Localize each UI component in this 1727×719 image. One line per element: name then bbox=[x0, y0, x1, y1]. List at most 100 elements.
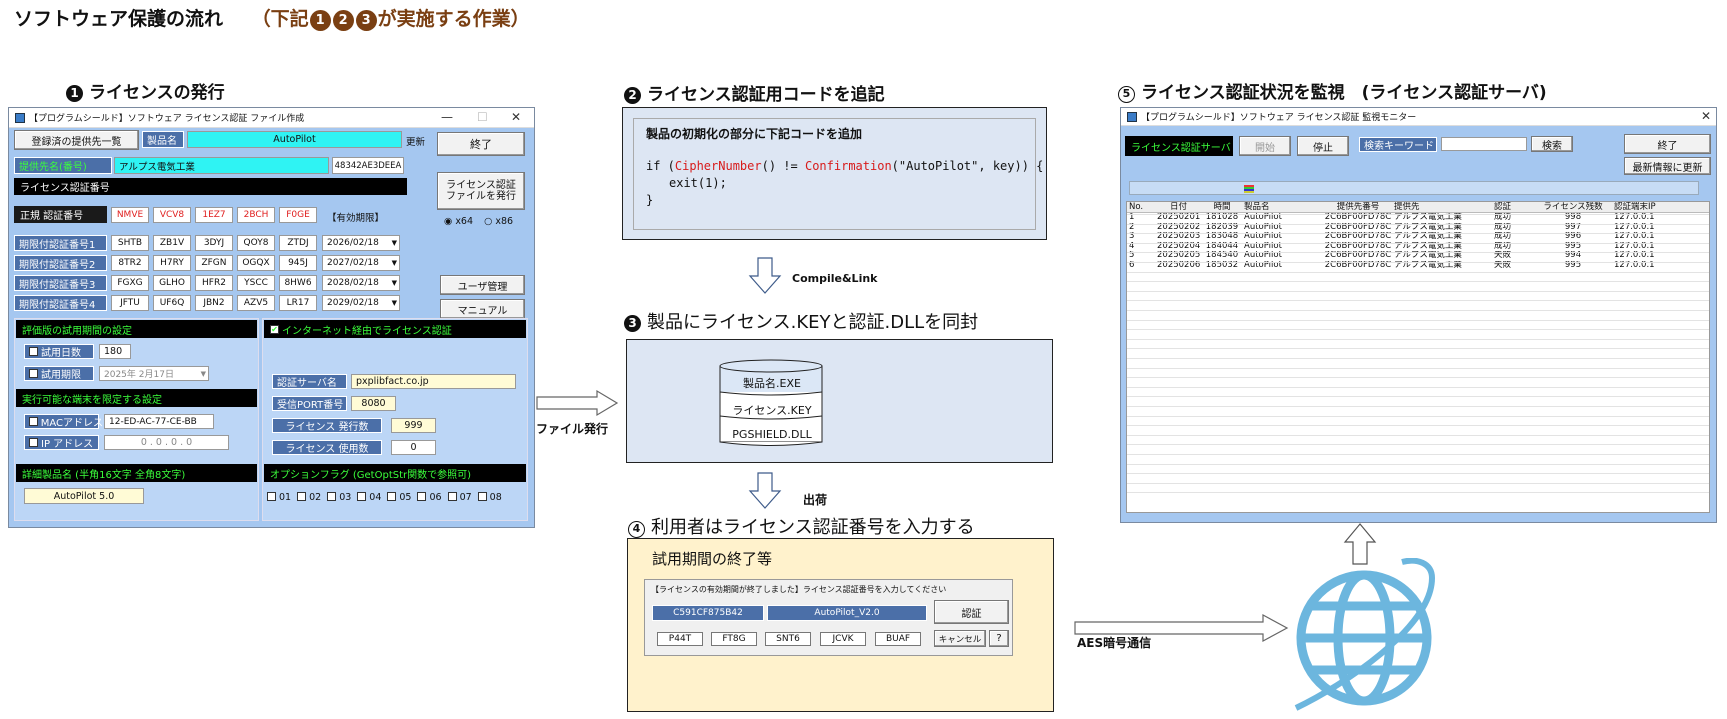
grid-line bbox=[1127, 473, 1709, 475]
port-field[interactable]: 8080 bbox=[351, 396, 396, 411]
limited-code-4-5[interactable]: LR17 bbox=[279, 295, 317, 311]
trial-days-field[interactable]: 180 bbox=[99, 344, 131, 359]
chevron-down-icon[interactable]: ▼ bbox=[391, 259, 397, 267]
chevron-down-icon[interactable]: ▼ bbox=[200, 369, 206, 378]
ip-checkbox[interactable]: IP アドレス bbox=[24, 435, 99, 450]
user-management-button[interactable]: ユーザ管理 bbox=[440, 275, 525, 295]
option-flag-05[interactable]: 05 bbox=[387, 492, 411, 503]
minimize-icon[interactable]: — bbox=[441, 110, 453, 124]
update-label[interactable]: 更新 bbox=[406, 137, 426, 148]
limited-code-4-2[interactable]: UF6Q bbox=[153, 295, 191, 311]
limited-code-3-5[interactable]: 8HW6 bbox=[279, 275, 317, 291]
mac-checkbox[interactable]: ✔MACアドレス bbox=[24, 414, 103, 429]
radio-x64[interactable]: ◉ x64 bbox=[444, 216, 474, 227]
dialog-input-1[interactable]: P44T bbox=[657, 632, 703, 646]
monitor-start-button[interactable]: 開始 bbox=[1239, 136, 1291, 156]
issued-count-field[interactable]: 999 bbox=[391, 418, 436, 433]
internet-header: ✔インターネット経由でライセンス認証 bbox=[264, 320, 526, 338]
close-icon[interactable]: ✕ bbox=[511, 110, 522, 124]
chevron-down-icon[interactable]: ▼ bbox=[391, 299, 397, 307]
trial-period-field[interactable]: 2025年 2月17日▼ bbox=[99, 366, 209, 381]
monitor-cell-2: 183048 bbox=[1205, 232, 1239, 241]
issue-file-button[interactable]: ライセンス認証 ファイルを発行 bbox=[437, 172, 525, 210]
option-flag-04[interactable]: 04 bbox=[357, 492, 381, 503]
limited-code-2-1[interactable]: 8TR2 bbox=[111, 255, 149, 271]
close-button[interactable]: 終了 bbox=[437, 132, 525, 156]
limited-code-1-5[interactable]: ZTDJ bbox=[279, 235, 317, 251]
official-code-1[interactable]: NMVE bbox=[111, 207, 149, 223]
limited-date-4[interactable]: 2029/02/18▼ bbox=[322, 295, 400, 311]
monitor-stop-button[interactable]: 停止 bbox=[1297, 136, 1349, 156]
monitor-close-button[interactable]: 終了 bbox=[1624, 134, 1711, 154]
official-code-5[interactable]: F0GE bbox=[279, 207, 317, 223]
limited-code-3-1[interactable]: FGXG bbox=[111, 275, 149, 291]
limited-code-1-4[interactable]: QOY8 bbox=[237, 235, 275, 251]
limited-code-4-4[interactable]: AZV5 bbox=[237, 295, 275, 311]
trial-header: 評価版の試用期間の設定 bbox=[16, 320, 257, 338]
official-code-3[interactable]: 1EZ7 bbox=[195, 207, 233, 223]
limited-code-1-1[interactable]: SHTB bbox=[111, 235, 149, 251]
close-icon[interactable]: ✕ bbox=[1701, 109, 1712, 123]
dialog-input-3[interactable]: SNT6 bbox=[765, 632, 811, 646]
provider-field[interactable]: アルプス電気工業 bbox=[114, 157, 329, 174]
monitor-cell-3: AutoPilot bbox=[1244, 260, 1282, 270]
option-flag-08[interactable]: 08 bbox=[477, 492, 502, 503]
grid-line bbox=[1127, 233, 1709, 235]
radio-x86[interactable]: ○ x86 bbox=[484, 216, 514, 227]
upload-arrow bbox=[1343, 523, 1377, 565]
dialog-help-button[interactable]: ? bbox=[989, 630, 1009, 647]
trial-days-checkbox[interactable]: ✔試用日数 bbox=[24, 344, 94, 359]
official-code-4[interactable]: 2BCH bbox=[237, 207, 275, 223]
limited-code-4-3[interactable]: JBN2 bbox=[195, 295, 233, 311]
limited-code-2-3[interactable]: ZFGN bbox=[195, 255, 233, 271]
limited-code-3-3[interactable]: HFR2 bbox=[195, 275, 233, 291]
limited-code-2-2[interactable]: H7RY bbox=[153, 255, 191, 271]
ship-arrow bbox=[748, 472, 782, 509]
option-flag-06[interactable]: 06 bbox=[417, 492, 442, 503]
official-code-2[interactable]: VCV8 bbox=[153, 207, 191, 223]
trial-period-checkbox[interactable]: 試用期限 bbox=[24, 366, 94, 381]
detail-product-field[interactable]: AutoPilot 5.0 bbox=[24, 488, 144, 504]
ip-field[interactable]: 0 . 0 . 0 . 0 bbox=[104, 435, 229, 450]
maximize-icon[interactable]: ☐ bbox=[477, 110, 488, 124]
limited-date-1[interactable]: 2026/02/18▼ bbox=[322, 235, 400, 251]
limited-code-3-4[interactable]: YSCC bbox=[237, 275, 275, 291]
option-flag-03[interactable]: 03 bbox=[327, 492, 351, 503]
limited-code-2-5[interactable]: 945J bbox=[279, 255, 317, 271]
limited-code-4-1[interactable]: JFTU bbox=[111, 295, 149, 311]
server-field[interactable]: pxplibfact.co.jp bbox=[351, 374, 516, 389]
provider-list-button[interactable]: 登録済の提供先一覧 bbox=[14, 130, 139, 150]
chevron-down-icon[interactable]: ▼ bbox=[391, 239, 397, 247]
option-flag-02[interactable]: 02 bbox=[297, 492, 321, 503]
grid-line bbox=[1127, 223, 1709, 225]
limited-date-3[interactable]: 2028/02/18▼ bbox=[322, 275, 400, 291]
monitor-search-button[interactable]: 検索 bbox=[1531, 136, 1573, 152]
limited-code-3-2[interactable]: GLHO bbox=[153, 275, 191, 291]
product-name-field[interactable]: AutoPilot bbox=[187, 131, 402, 148]
dialog-input-2[interactable]: FT8G bbox=[711, 632, 757, 646]
check-icon[interactable]: ✔ bbox=[270, 324, 279, 334]
monitor-refresh-button[interactable]: 最新情報に更新 bbox=[1624, 157, 1711, 175]
dialog-cancel-button[interactable]: キャンセル bbox=[934, 630, 986, 647]
dialog-auth-button[interactable]: 認証 bbox=[934, 600, 1009, 624]
monitor-cell-4: 2C6BF00FD78C bbox=[1324, 241, 1392, 251]
manual-button[interactable]: マニュアル bbox=[440, 299, 525, 319]
limited-code-1-2[interactable]: ZB1V bbox=[153, 235, 191, 251]
mac-field[interactable]: 12-ED-AC-77-CE-BB bbox=[104, 414, 214, 429]
option-flag-07[interactable]: 07 bbox=[447, 492, 472, 503]
limited-code-1-3[interactable]: 3DYJ bbox=[195, 235, 233, 251]
option-flag-01[interactable]: 01 bbox=[267, 492, 291, 503]
chevron-down-icon[interactable]: ▼ bbox=[391, 279, 397, 287]
check-icon: ✔ bbox=[29, 417, 38, 426]
dialog-input-4[interactable]: JCVK bbox=[820, 632, 866, 646]
limited-date-2[interactable]: 2027/02/18▼ bbox=[322, 255, 400, 271]
limited-code-2-4[interactable]: OGQX bbox=[237, 255, 275, 271]
monitor-keyword-input[interactable] bbox=[1441, 137, 1527, 151]
dialog-input-5[interactable]: BUAF bbox=[875, 632, 921, 646]
